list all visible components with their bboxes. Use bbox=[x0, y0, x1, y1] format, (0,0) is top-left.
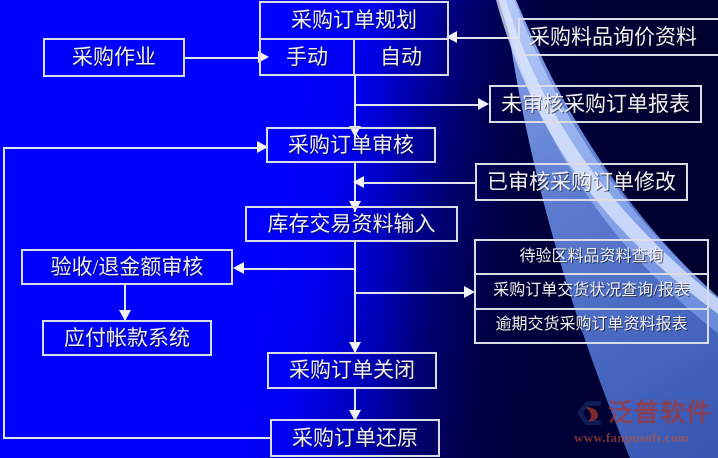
node-inquiry-data[interactable]: 采购料品询价资料 bbox=[518, 18, 718, 56]
connector-restore-feedback-top bbox=[3, 147, 261, 149]
connector-audited-modify-to-main bbox=[360, 182, 475, 184]
connector-planning-down bbox=[354, 76, 356, 138]
node-purchase-operation[interactable]: 采购作业 bbox=[43, 38, 185, 77]
node-po-restore[interactable]: 采购订单还原 bbox=[270, 419, 440, 457]
connector-restore-feedback-left bbox=[3, 147, 5, 439]
node-pending-query[interactable]: 待验区料品资料查询 bbox=[476, 241, 707, 273]
arrowhead-inventory-to-close bbox=[349, 342, 361, 353]
arrowhead-planning-to-audit bbox=[349, 126, 361, 137]
node-receipt-refund-audit[interactable]: 验收/退金额审核 bbox=[21, 249, 233, 285]
arrowhead-receipt-to-payable bbox=[119, 310, 131, 321]
node-po-planning[interactable]: 采购订单规划 手动 自动 bbox=[259, 1, 449, 76]
node-po-planning-auto[interactable]: 自动 bbox=[353, 39, 447, 74]
watermark-brand-label: 泛普软件 bbox=[608, 398, 713, 427]
connector-inventory-down bbox=[354, 241, 356, 353]
connector-close-to-restore bbox=[354, 389, 356, 419]
node-po-restore-label: 采购订单还原 bbox=[292, 425, 418, 450]
connector-restore-feedback-bottom bbox=[3, 437, 271, 439]
connector-main-to-receipt-audit bbox=[240, 268, 356, 270]
node-po-planning-auto-label: 自动 bbox=[380, 44, 422, 69]
node-po-close[interactable]: 采购订单关闭 bbox=[267, 352, 437, 389]
arrowhead-operation-to-planning bbox=[258, 51, 269, 63]
arrowhead-feedback-to-audit bbox=[257, 141, 268, 153]
node-delivery-status-query-label: 采购订单交货状况查询/报表 bbox=[493, 282, 690, 300]
node-inventory-input[interactable]: 库存交易资料输入 bbox=[245, 206, 458, 242]
node-payable-system[interactable]: 应付帐款系统 bbox=[42, 320, 212, 356]
watermark-url-label: www.fanpusoft.com bbox=[574, 430, 689, 445]
connector-receipt-to-payable bbox=[124, 284, 126, 320]
node-po-audit-label: 采购订单审核 bbox=[288, 132, 414, 157]
connector-main-to-query-group bbox=[354, 292, 469, 294]
arrowhead-close-to-restore bbox=[349, 410, 361, 421]
arrowhead-to-receipt-audit bbox=[233, 262, 244, 274]
watermark: 泛普软件 www.fanpusoft.com bbox=[574, 398, 714, 456]
node-overdue-report-label: 逾期交货采购订单资料报表 bbox=[495, 316, 688, 334]
node-inventory-input-label: 库存交易资料输入 bbox=[267, 211, 436, 236]
node-payable-system-label: 应付帐款系统 bbox=[64, 325, 190, 350]
node-po-planning-title-row: 采购订单规划 bbox=[261, 3, 447, 38]
arrowhead-audited-modify bbox=[353, 176, 364, 188]
node-unaudited-report[interactable]: 未审核采购订单报表 bbox=[489, 85, 702, 123]
node-po-audit[interactable]: 采购订单审核 bbox=[266, 127, 436, 163]
node-purchase-operation-label: 采购作业 bbox=[72, 45, 156, 70]
node-query-report-group[interactable]: 待验区料品资料查询 采购订单交货状况查询/报表 逾期交货采购订单资料报表 bbox=[474, 239, 709, 344]
node-receipt-refund-audit-label: 验收/退金额审核 bbox=[50, 254, 204, 279]
connector-planning-to-unaudited-report bbox=[354, 104, 484, 106]
node-unaudited-report-label: 未审核采购订单报表 bbox=[501, 91, 690, 116]
node-audited-modify[interactable]: 已审核采购订单修改 bbox=[475, 163, 688, 201]
node-audited-modify-label: 已审核采购订单修改 bbox=[487, 169, 676, 194]
node-po-planning-mode-row: 手动 自动 bbox=[261, 37, 447, 75]
node-inquiry-data-label: 采购料品询价资料 bbox=[529, 24, 697, 49]
node-delivery-status-query[interactable]: 采购订单交货状况查询/报表 bbox=[476, 273, 707, 307]
arrowhead-to-query-group bbox=[464, 286, 475, 298]
watermark-brand-row: 泛普软件 bbox=[574, 398, 714, 428]
connector-inquiry-to-planning bbox=[450, 37, 518, 39]
node-po-planning-manual[interactable]: 手动 bbox=[261, 40, 353, 75]
node-overdue-report[interactable]: 逾期交货采购订单资料报表 bbox=[476, 307, 707, 342]
connector-operation-to-planning bbox=[185, 57, 260, 59]
arrowhead-to-unaudited-report bbox=[478, 98, 489, 110]
node-po-planning-label: 采购订单规划 bbox=[291, 8, 417, 33]
node-po-close-label: 采购订单关闭 bbox=[289, 358, 415, 383]
node-pending-query-label: 待验区料品资料查询 bbox=[519, 247, 664, 265]
arrowhead-inquiry-to-planning bbox=[446, 31, 457, 43]
fanpu-logo-icon bbox=[574, 398, 604, 428]
node-po-planning-manual-label: 手动 bbox=[286, 44, 328, 69]
